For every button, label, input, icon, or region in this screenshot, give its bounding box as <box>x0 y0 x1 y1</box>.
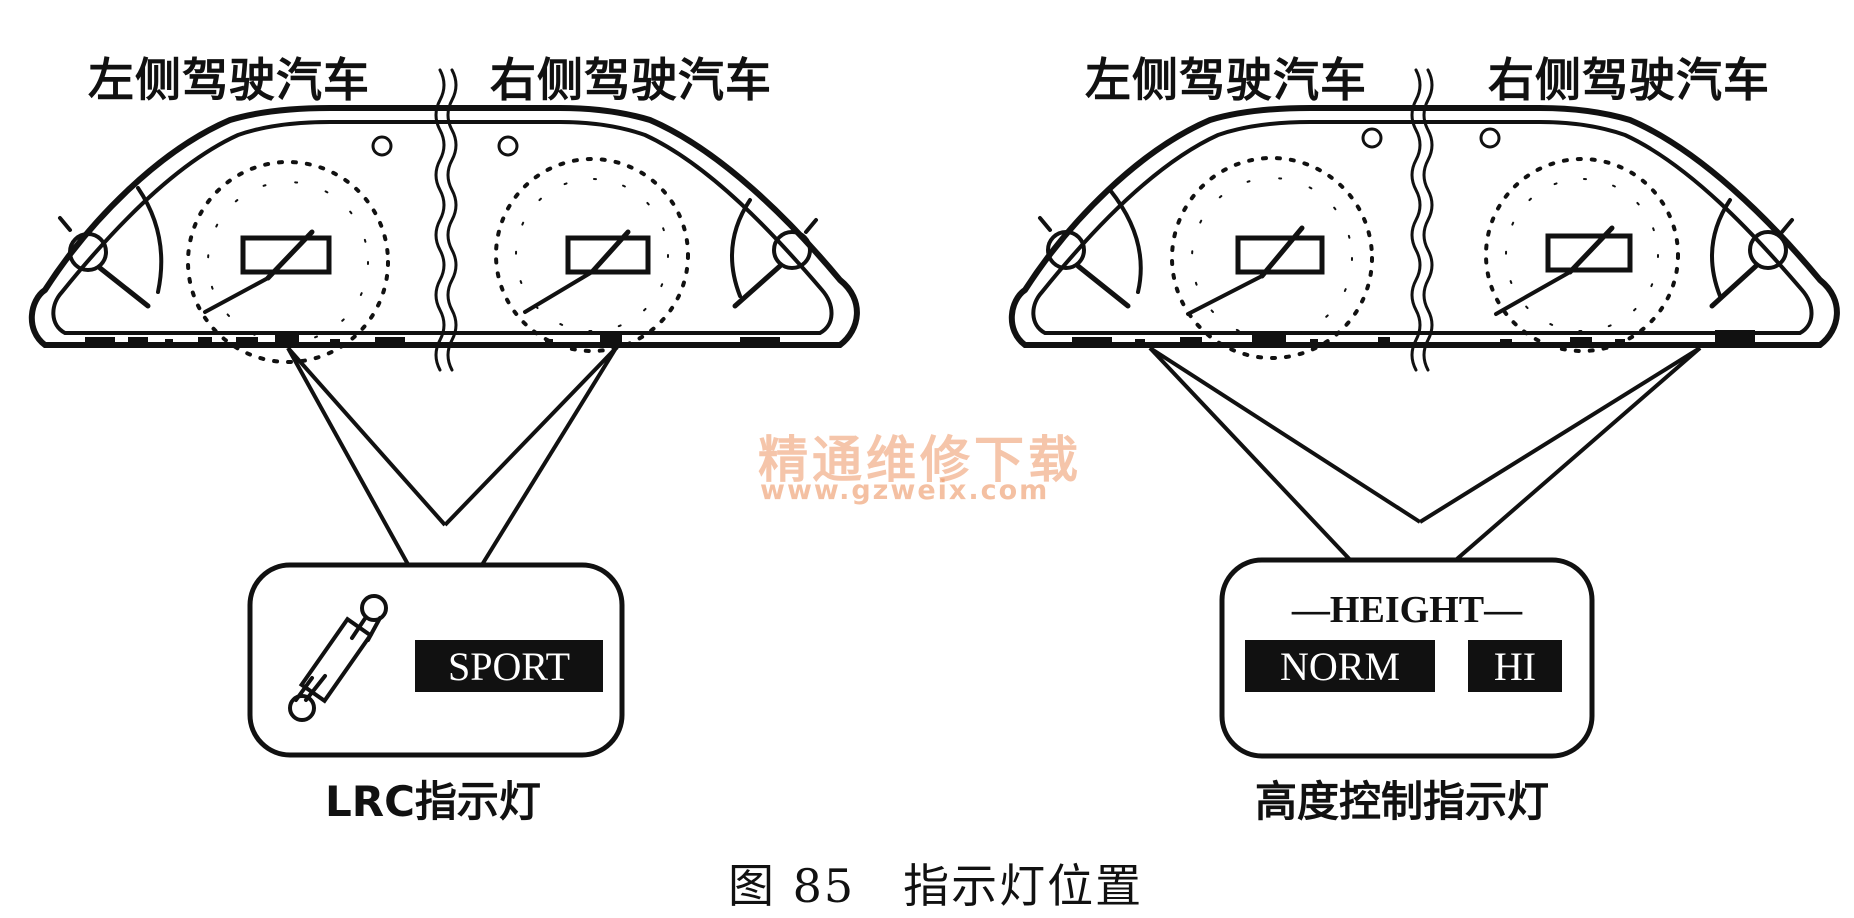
right-small-gauge <box>772 230 812 270</box>
right-cluster-inner-outline <box>1031 120 1814 335</box>
left-cluster-speedometer <box>186 160 390 364</box>
sport-lamp <box>415 640 603 692</box>
watermark-url: www.gzweix.com <box>760 475 1050 506</box>
sport-lamp-text: SPORT <box>448 644 570 689</box>
right-cluster-break-mark <box>1410 68 1422 372</box>
hi-lamp-text: HI <box>1494 644 1536 689</box>
lrc-callout-lines <box>286 346 618 570</box>
right-cluster-tachometer <box>1484 157 1680 353</box>
height-callout-lines <box>1148 346 1702 567</box>
left-panel-left-drive-label: 左侧驾驶汽车 <box>88 53 370 107</box>
right-cluster-speedometer <box>1170 156 1374 360</box>
height-indicator-caption: 高度控制指示灯 <box>1255 777 1550 826</box>
right-panel-left-drive-label: 左侧驾驶汽车 <box>1085 53 1367 107</box>
left-panel-right-drive-label: 右侧驾驶汽车 <box>490 53 772 107</box>
hi-lamp <box>1468 640 1562 692</box>
height-indicator-box <box>1219 557 1595 759</box>
shock-absorber-icon <box>288 594 388 722</box>
left-cluster-small-gauge <box>68 232 108 272</box>
left-cluster-break-mark <box>434 68 446 372</box>
left-cluster-inner-outline <box>51 120 834 335</box>
lrc-indicator-box <box>247 562 625 758</box>
norm-lamp <box>1245 640 1435 692</box>
watermark-text: 精通维修下载 <box>758 431 1082 489</box>
right-cluster-indicator-row <box>1072 330 1755 347</box>
lrc-indicator-caption: LRC指示灯 <box>325 777 541 826</box>
left-cluster-outer-outline <box>28 105 860 348</box>
right-cluster-outer-outline <box>1008 105 1840 348</box>
left-cluster-tachometer <box>494 157 690 353</box>
right-panel-right-drive-label: 右侧驾驶汽车 <box>1488 53 1770 107</box>
height-header-text: —HEIGHT— <box>1291 589 1523 631</box>
right-instrument-cluster <box>1008 68 1840 372</box>
left-cluster-indicator-row <box>85 335 780 347</box>
figure-caption: 图 85 指示灯位置 <box>728 859 1144 913</box>
left-instrument-cluster <box>28 68 860 372</box>
norm-lamp-text: NORM <box>1280 644 1400 689</box>
